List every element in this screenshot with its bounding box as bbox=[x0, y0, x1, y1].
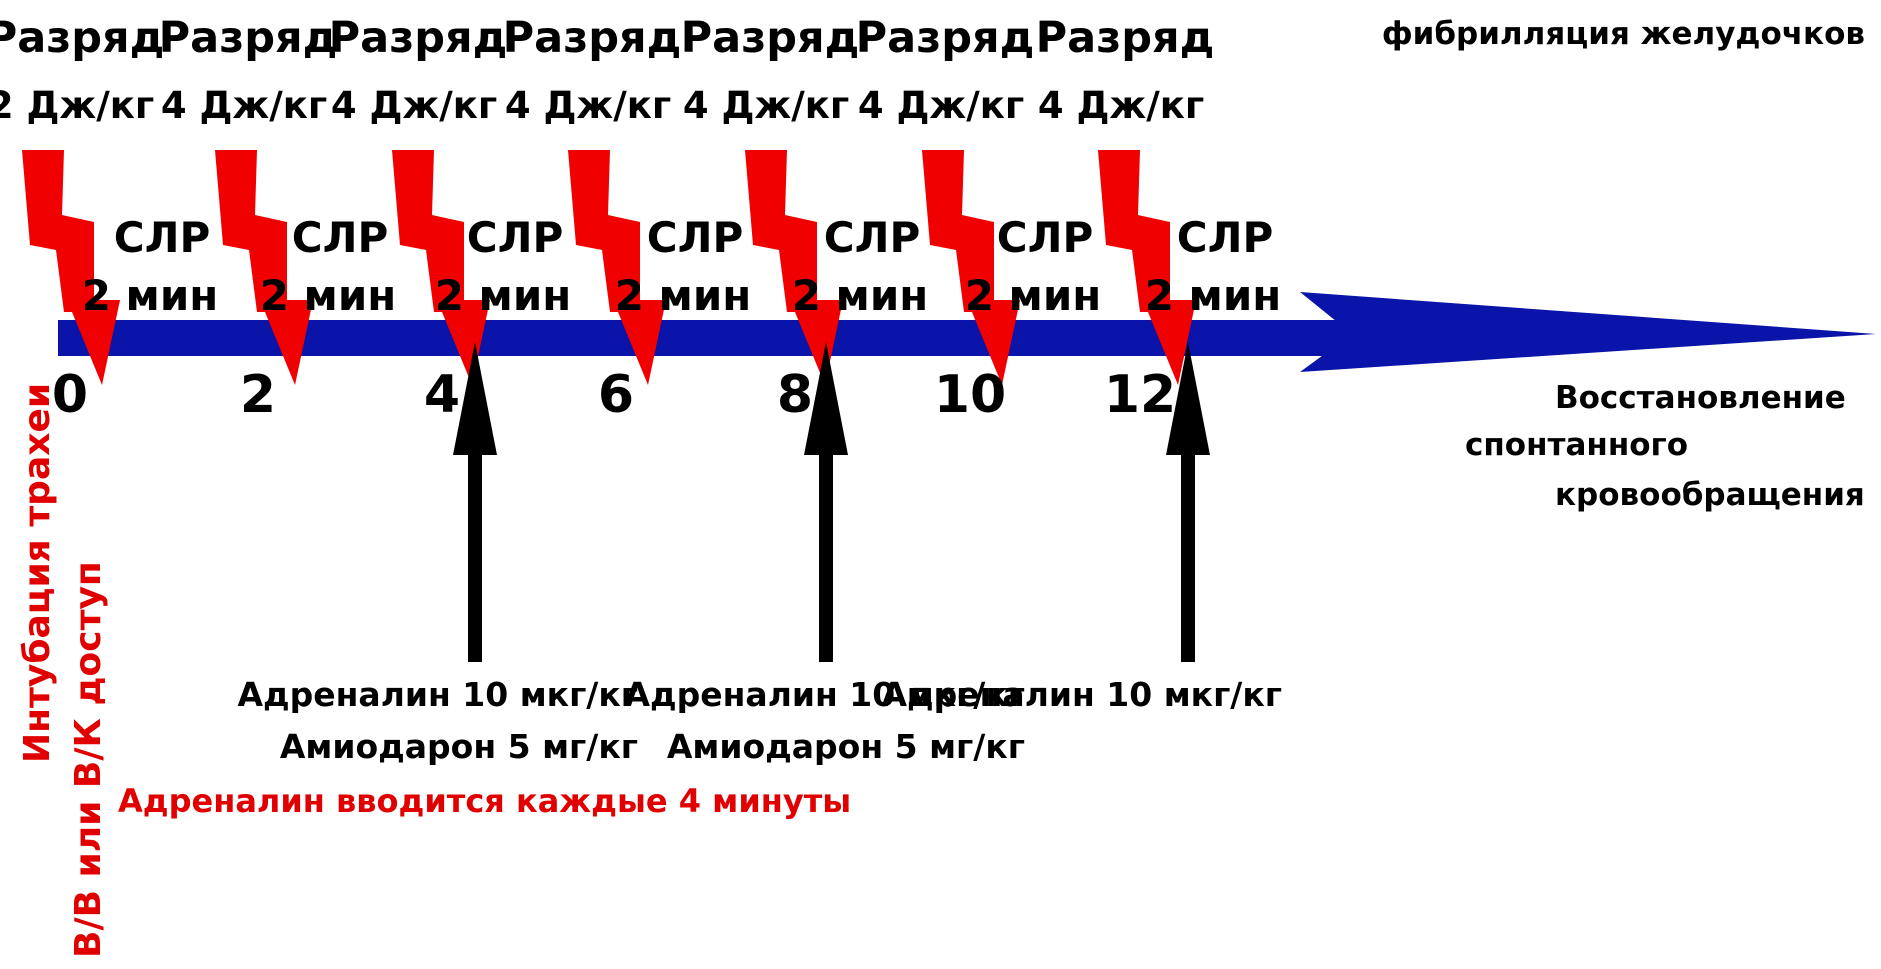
drug-dose-label: Амиодарон 5 мг/кг bbox=[667, 727, 1025, 766]
cpr-label: СЛР bbox=[114, 213, 211, 262]
side-line-intubation: Интубация трахеи bbox=[17, 383, 58, 763]
minute-tick-label: 6 bbox=[598, 365, 634, 425]
shock-bolt-icon bbox=[745, 150, 843, 385]
shock-title: Разряд bbox=[329, 13, 508, 63]
shock-title: Разряд bbox=[681, 13, 860, 63]
shock-title: Разряд bbox=[503, 13, 682, 63]
shock-bolt-icon bbox=[568, 150, 666, 385]
shock-dose: 4 Дж/кг bbox=[161, 84, 327, 127]
cpr-label: СЛР bbox=[292, 213, 389, 262]
cpr-duration: 2 мин bbox=[615, 271, 752, 320]
rosc-line-1: Восстановление bbox=[1555, 380, 1846, 416]
drug-arrow-head-icon bbox=[453, 342, 497, 455]
cpr-label: СЛР bbox=[824, 213, 921, 262]
shock-bolt-icon bbox=[1098, 150, 1196, 385]
shock-dose: 4 Дж/кг bbox=[331, 84, 497, 127]
rosc-line-2: спонтанного bbox=[1465, 427, 1688, 463]
minute-tick-label: 2 bbox=[240, 365, 276, 425]
cpr-label: СЛР bbox=[997, 213, 1094, 262]
header-label: фибрилляция желудочков bbox=[1382, 16, 1865, 52]
shock-dose: 4 Дж/кг bbox=[683, 84, 849, 127]
cpr-duration: 2 мин bbox=[1145, 271, 1282, 320]
shock-title: Разряд bbox=[0, 13, 164, 63]
timeline-arrow bbox=[58, 292, 1876, 372]
shock-bolts bbox=[22, 150, 1196, 385]
shock-title: Разряд bbox=[1036, 13, 1215, 63]
minute-tick-label: 12 bbox=[1104, 365, 1176, 425]
cpr-label: СЛР bbox=[647, 213, 744, 262]
cpr-duration: 2 мин bbox=[792, 271, 929, 320]
drug-arrow-shaft bbox=[1181, 430, 1195, 662]
shock-bolt-icon bbox=[922, 150, 1020, 385]
shock-title: Разряд bbox=[159, 13, 338, 63]
drug-arrow-shaft bbox=[819, 430, 833, 662]
drug-arrow-head-icon bbox=[1166, 342, 1210, 455]
minute-tick-label: 0 bbox=[52, 365, 88, 425]
drug-dose-label: Адреналин 10 мкг/кг bbox=[881, 675, 1282, 714]
cpr-label: СЛР bbox=[1177, 213, 1274, 262]
shock-dose: 4 Дж/кг bbox=[505, 84, 671, 127]
shock-dose: 4 Дж/кг bbox=[1038, 84, 1204, 127]
timeline-arrowhead bbox=[1300, 292, 1876, 372]
cpr-duration: 2 мин bbox=[260, 271, 397, 320]
rosc-label: Восстановление спонтанного кровообращени… bbox=[1465, 380, 1865, 513]
shock-title: Разряд bbox=[856, 13, 1035, 63]
shock-dose: 2 Дж/кг bbox=[0, 84, 154, 127]
minute-tick-label: 10 bbox=[934, 365, 1006, 425]
minute-ticks: 0 2 4 6 8 10 12 bbox=[52, 365, 1176, 425]
adrenaline-note: Адреналин вводится каждые 4 минуты bbox=[118, 782, 851, 820]
cpr-duration: 2 мин bbox=[82, 271, 219, 320]
drug-dose-label: Адреналин 10 мкг/кг bbox=[624, 675, 1025, 714]
cpr-duration: 2 мин bbox=[435, 271, 572, 320]
drug-dose-label: Амиодарон 5 мг/кг bbox=[280, 727, 638, 766]
side-line-access: В/В или В/К доступ bbox=[68, 561, 109, 958]
cpr-duration: 2 мин bbox=[965, 271, 1102, 320]
shock-dose: 4 Дж/кг bbox=[858, 84, 1024, 127]
shock-bolt-icon bbox=[22, 150, 120, 385]
side-intervention-label: Интубация трахеи В/В или В/К доступ bbox=[17, 383, 109, 958]
drug-dose-label: Адреналин 10 мкг/кг bbox=[237, 675, 638, 714]
minute-tick-label: 4 bbox=[424, 365, 460, 425]
rosc-line-3: кровообращения bbox=[1555, 477, 1865, 513]
drug-arrow-shaft bbox=[468, 430, 482, 662]
shock-bolt-icon bbox=[392, 150, 490, 385]
cpr-labels: СЛР 2 мин СЛР 2 мин СЛР 2 мин СЛР 2 мин СЛР 2 мин… bbox=[82, 213, 1282, 320]
cpr-label: СЛР bbox=[467, 213, 564, 262]
shock-bolt-icon bbox=[215, 150, 313, 385]
drug-arrow-head-icon bbox=[804, 342, 848, 455]
minute-tick-label: 8 bbox=[777, 365, 813, 425]
